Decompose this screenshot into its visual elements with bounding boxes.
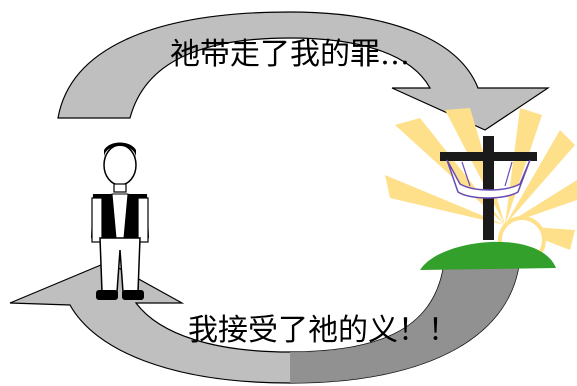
sun-ray <box>505 180 577 225</box>
man-left-arm <box>91 197 103 243</box>
cross-vertical-beam <box>483 136 494 240</box>
sun-ray <box>385 175 505 225</box>
top-arrow <box>57 11 550 131</box>
bottom-caption: 我接受了祂的义！！ <box>188 313 458 348</box>
man-standing-icon <box>91 142 149 300</box>
hill <box>420 241 556 270</box>
man-hair <box>104 142 136 158</box>
bottom-arrow-shade <box>290 255 520 383</box>
cross-horizontal-beam <box>440 152 537 161</box>
man-right-shoe <box>122 290 144 300</box>
sunrise-icon <box>385 108 577 264</box>
cloth <box>446 159 531 199</box>
sun-ray <box>505 108 542 225</box>
cross-with-cloth-icon <box>440 136 537 240</box>
man-head <box>103 144 137 186</box>
man-left-shoe <box>96 290 118 300</box>
top-caption: 祂带走了我的罪… <box>170 37 410 72</box>
top-arrow-shape <box>57 11 550 131</box>
sun-ray <box>505 130 575 225</box>
man-neck <box>113 183 127 193</box>
man-right-arm <box>137 197 149 243</box>
cloth-fold <box>461 161 513 187</box>
